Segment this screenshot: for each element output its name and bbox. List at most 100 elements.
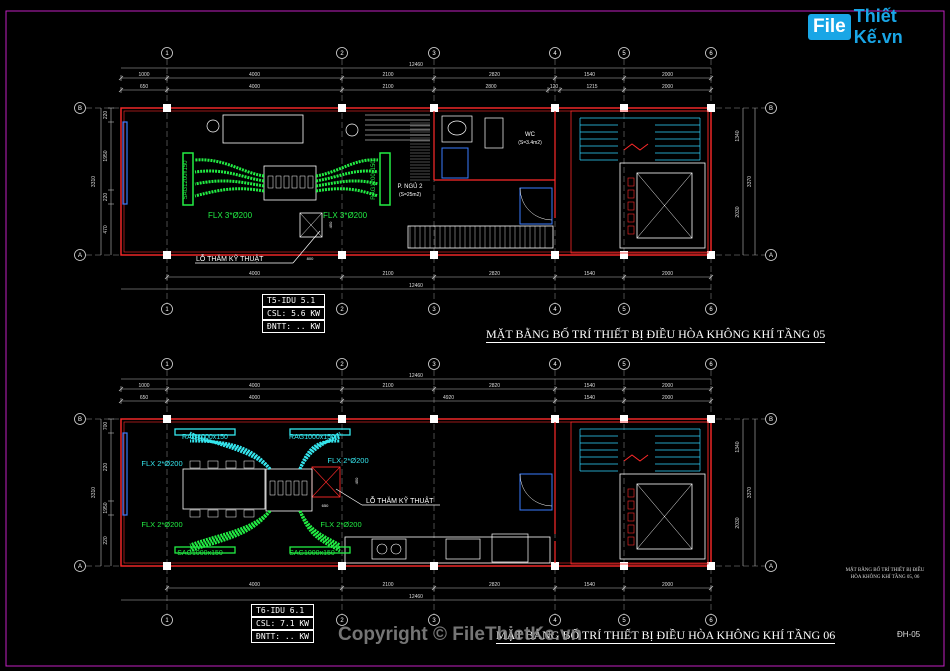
column bbox=[620, 104, 628, 112]
grid-bubble bbox=[705, 614, 717, 626]
dim-left-label: 220 bbox=[103, 463, 109, 472]
dim-bottom-slash bbox=[552, 585, 558, 591]
column bbox=[338, 415, 346, 423]
flex-duct bbox=[194, 187, 265, 198]
label-dim: 800 bbox=[307, 256, 314, 261]
dim-top-label: 4000 bbox=[249, 72, 260, 78]
grid-bubble-label: 6 bbox=[709, 618, 713, 624]
ac-unit bbox=[263, 165, 317, 201]
dim-top2-slash bbox=[339, 87, 345, 93]
ac-fan bbox=[291, 175, 298, 189]
fan-fixture bbox=[206, 119, 220, 133]
dim-left-label: 220 bbox=[103, 193, 109, 202]
grid-bubble bbox=[618, 614, 630, 626]
grid-bubble-label: B bbox=[769, 106, 773, 112]
grid-bubble-label: 6 bbox=[709, 51, 713, 57]
dim-top-slash bbox=[164, 386, 170, 392]
toilet bbox=[484, 117, 504, 149]
flex-duct bbox=[189, 509, 272, 547]
burner bbox=[390, 543, 402, 555]
chair bbox=[207, 460, 219, 469]
ac-fan bbox=[269, 480, 276, 496]
dim-top2-label: 2100 bbox=[382, 84, 393, 90]
dim-top2-slash bbox=[708, 398, 714, 404]
dim-top-slash bbox=[431, 75, 437, 81]
stair-arrow bbox=[623, 143, 649, 151]
ac-fan bbox=[301, 480, 308, 496]
label-rag: RAG1200x150 bbox=[371, 160, 377, 200]
grid-bubble bbox=[428, 47, 440, 59]
dim-top-slash bbox=[708, 386, 714, 392]
label-room-area: (S=25m2) bbox=[399, 192, 421, 198]
dim-top-slash bbox=[552, 75, 558, 81]
sink bbox=[445, 538, 481, 560]
elevator-cross bbox=[636, 172, 693, 239]
ac-fan bbox=[293, 480, 300, 496]
plan5-title: MẶT BẰNG BỐ TRÍ THIẾT BỊ ĐIỀU HÒA KHÔNG … bbox=[486, 327, 826, 343]
dim-bottom-label: 2820 bbox=[489, 271, 500, 277]
grid-bubble-label: A bbox=[769, 253, 773, 259]
shaft-fin bbox=[627, 189, 635, 199]
flex-duct bbox=[194, 179, 265, 188]
column bbox=[163, 104, 171, 112]
dim-total-bottom-label: 12460 bbox=[409, 283, 423, 289]
dim-right-label: 2030 bbox=[735, 206, 741, 217]
shaft-fin bbox=[627, 213, 635, 223]
dim-top2-label: 4000 bbox=[249, 84, 260, 90]
column bbox=[163, 562, 171, 570]
grid-bubble-label: 3 bbox=[432, 362, 436, 368]
flex-duct bbox=[298, 439, 341, 470]
dim-top2-slash bbox=[164, 87, 170, 93]
grid-bubble bbox=[74, 560, 86, 572]
grid-bubble-label: B bbox=[78, 106, 82, 112]
label-dim: 450 bbox=[354, 477, 359, 484]
dim-left-label: 470 bbox=[103, 225, 109, 234]
supply-grille bbox=[289, 546, 351, 554]
dim-top2-label: 650 bbox=[140, 395, 149, 401]
grid-bubble-label: 4 bbox=[553, 51, 557, 57]
dim-bottom-label: 2820 bbox=[489, 582, 500, 588]
tag-line: ĐNTT: .. KW bbox=[251, 630, 314, 643]
dim-bottom-slash bbox=[164, 274, 170, 280]
flex-duct bbox=[298, 510, 341, 550]
shaft-fin bbox=[627, 225, 635, 235]
dim-top2-label: 1540 bbox=[584, 395, 595, 401]
chair bbox=[189, 509, 201, 518]
flex-duct bbox=[189, 439, 272, 470]
dim-top-slash bbox=[621, 75, 627, 81]
return-grille bbox=[379, 152, 391, 206]
dim-top2-label: 650 bbox=[140, 84, 149, 90]
column bbox=[551, 251, 559, 259]
leader bbox=[335, 488, 363, 506]
door-swing bbox=[519, 187, 553, 225]
dim-top2-slash bbox=[164, 398, 170, 404]
dim-top-slash bbox=[621, 386, 627, 392]
grid-bubble bbox=[428, 303, 440, 315]
dim-top2-label: 2000 bbox=[662, 84, 673, 90]
dim-top-slash bbox=[431, 386, 437, 392]
column bbox=[430, 415, 438, 423]
chair bbox=[243, 509, 255, 518]
shaft-fin bbox=[627, 488, 635, 498]
grid-bubble bbox=[161, 614, 173, 626]
dim-top2-slash bbox=[339, 398, 345, 404]
dim-total-bottom-label: 12460 bbox=[409, 594, 423, 600]
watermark-logo: File Thiết Kế.vn bbox=[808, 6, 950, 47]
hatch-cross bbox=[311, 466, 341, 498]
column bbox=[338, 104, 346, 112]
elevator-cross bbox=[636, 483, 693, 550]
hatch-cross bbox=[299, 212, 323, 238]
tag-line: T5-IDU 5.1 bbox=[262, 294, 325, 307]
grid-bubble-label: 2 bbox=[340, 51, 344, 57]
column bbox=[430, 562, 438, 570]
dim-left-total-label: 3310 bbox=[91, 487, 97, 498]
label-hatch: LỖ THĂM KỸ THUẬT bbox=[366, 496, 434, 505]
return-grille bbox=[289, 428, 351, 436]
stair-arrow bbox=[623, 454, 649, 462]
grid-bubble-label: 5 bbox=[622, 618, 626, 624]
dim-bottom-slash bbox=[621, 274, 627, 280]
grid-bubble-label: 4 bbox=[553, 362, 557, 368]
column bbox=[430, 251, 438, 259]
